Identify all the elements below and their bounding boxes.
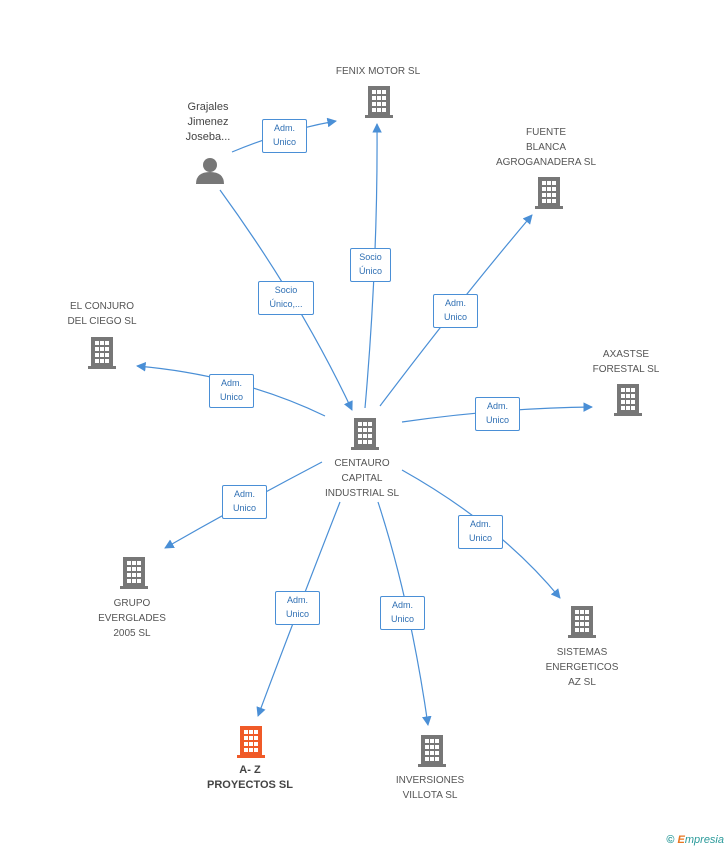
building-icon-conjuro [88,337,116,369]
node-label-conjuro[interactable]: EL CONJURO DEL CIEGO SL [67,301,137,327]
copyright-icon: © [666,834,675,846]
node-label-centauro[interactable]: CENTAURO CAPITAL INDUSTRIAL SL [324,458,400,499]
node-label-grajales[interactable]: Grajales Jimenez Joseba... [185,101,231,143]
node-label-fuente[interactable]: FUENTE BLANCA AGROGANADERA SL [495,127,597,168]
building-icon-axastse [614,384,642,416]
building-icon-az [237,726,265,758]
edge-label-centauro-fenix: Socio Único [350,248,391,282]
building-icon-everglades [120,557,148,589]
building-icon-sistemas [568,606,596,638]
node-label-az[interactable]: A- Z PROYECTOS SL [207,764,293,791]
brand-first-letter: E [677,834,685,846]
node-label-everglades[interactable]: GRUPO EVERGLADES 2005 SL [98,598,166,639]
edge-label-centauro-inversiones: Adm. Unico [380,596,425,630]
person-icon-grajales [196,158,224,184]
building-icon-centauro [351,418,379,450]
edge-label-grajales-fenix: Adm. Unico [262,119,307,153]
building-icon-inversiones [418,735,446,767]
brand-rest: mpresia [684,834,724,846]
node-label-fenix[interactable]: FENIX MOTOR SL [335,66,421,77]
edge-label-centauro-axastse: Adm. Unico [475,397,520,431]
node-label-inversiones[interactable]: INVERSIONES VILLOTA SL [395,775,465,801]
edge-label-centauro-sistemas: Adm. Unico [458,515,503,549]
node-label-sistemas[interactable]: SISTEMAS ENERGETICOS AZ SL [545,647,619,688]
empresia-watermark: © Empresia [666,834,724,846]
edge-label-centauro-everglades: Adm. Unico [222,485,267,519]
building-icon-fenix [365,86,393,118]
building-icon-fuente [535,177,563,209]
node-label-axastse[interactable]: AXASTSE FORESTAL SL [592,349,660,375]
edge-label-centauro-conjuro: Adm. Unico [209,374,254,408]
edge-label-grajales-centauro: Socio Único,... [258,281,314,315]
edge-label-centauro-fuente: Adm. Unico [433,294,478,328]
edge-label-centauro-az: Adm. Unico [275,591,320,625]
